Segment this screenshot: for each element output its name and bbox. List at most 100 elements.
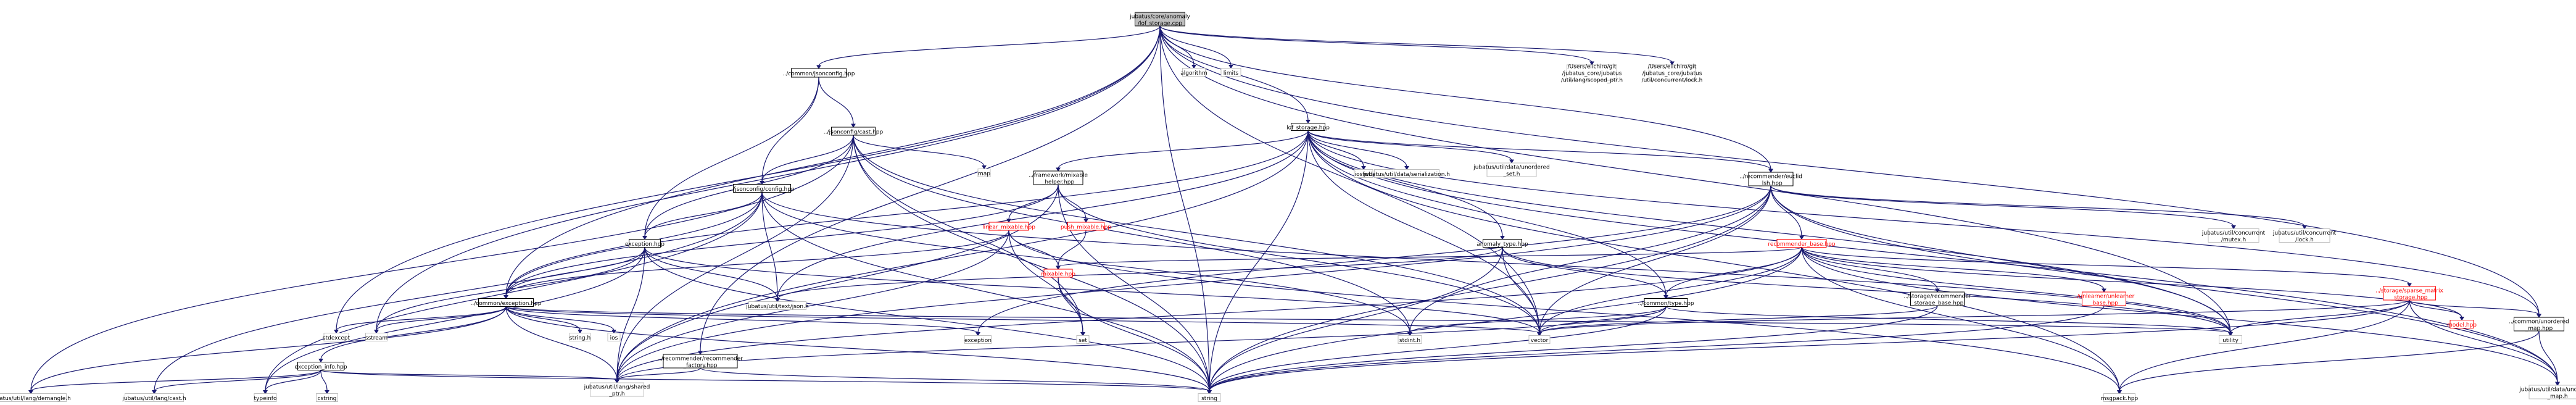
arrowhead-iosfwd bbox=[1361, 166, 1366, 170]
node-label: jubatus/util/concurrent bbox=[2272, 230, 2337, 236]
edge-root-to-vector bbox=[1159, 25, 1540, 333]
edge-common_exception-to-string bbox=[505, 306, 1210, 391]
node-common-unordered-map[interactable]: ../common/unordered_map.hpp bbox=[2509, 317, 2569, 332]
arrowhead-text_json bbox=[775, 298, 780, 303]
edge-linear_mixable-to-set bbox=[1008, 230, 1083, 333]
node-concurrent-lock: jubatus/util/concurrent/lock.h bbox=[2272, 228, 2337, 243]
node-root[interactable]: jubatus/core/anomaly/lof_storage.cpp bbox=[1129, 12, 1191, 27]
node-label: cstring bbox=[318, 396, 337, 402]
node-recommender-factory[interactable]: ../recommender/recommender_factory.hpp bbox=[658, 354, 743, 369]
node-box bbox=[1182, 68, 1206, 77]
edge-exception_info-to-cstring bbox=[320, 370, 328, 391]
edge-recommender_base-to-string bbox=[1209, 247, 1802, 391]
node-box bbox=[1033, 170, 1083, 185]
edge-anomaly_type-to-common_type bbox=[1502, 247, 1667, 296]
arrowhead-cstring bbox=[325, 390, 329, 395]
node-jsonconfig-config[interactable]: ../jsonconfig/config.hpp bbox=[729, 184, 795, 193]
node-box bbox=[964, 335, 992, 344]
edge-jsonconfig_config-to-typeinfo bbox=[265, 192, 763, 391]
node-utility: utility bbox=[2219, 335, 2242, 344]
edge-jsonconfig_config-to-utility bbox=[761, 192, 2231, 333]
node-label: algorithm bbox=[1180, 70, 1207, 77]
edge-common_exception-to-shared_ptr bbox=[505, 306, 618, 381]
arrowhead-unordered_set bbox=[1509, 159, 1514, 164]
node-jsonconfig-cast[interactable]: ../jsonconfig/cast.hpp bbox=[824, 127, 884, 136]
node-common-exception[interactable]: ../common/exception.hpp bbox=[471, 298, 542, 307]
edge-exception_info-to-lang_cast bbox=[154, 369, 321, 392]
node-mixable-helper[interactable]: ../framework/mixable_helper.hpp bbox=[1029, 170, 1088, 186]
node-lof-storage-hpp[interactable]: lof_storage.hpp bbox=[1286, 123, 1330, 132]
node-box bbox=[316, 393, 338, 402]
node-recommender-base[interactable]: recommender_base.hpp bbox=[1768, 239, 1836, 248]
arrowhead-concurrent_lock_abs bbox=[1670, 61, 1675, 65]
node-model-hpp[interactable]: model.hpp bbox=[2447, 320, 2477, 329]
edge-root-to-euclid_lsh bbox=[1159, 25, 1771, 170]
node-recommender-storage-base[interactable]: ../storage/recommender_storage_base.hpp bbox=[1903, 291, 1971, 307]
edge-recommender_base-to-unlearner_base bbox=[1801, 247, 2105, 290]
edge-euclid_lsh-to-exception bbox=[977, 185, 1771, 333]
node-label: sstream bbox=[365, 335, 387, 341]
edge-lof_storage_hpp-to-msgpack bbox=[1307, 130, 2120, 391]
arrowhead-concurrent_lock bbox=[2302, 225, 2307, 230]
node-linear-mixable[interactable]: linear_mixable.hpp bbox=[982, 222, 1035, 231]
node-label: ../common/jsonconfig.hpp bbox=[783, 71, 855, 77]
node-iosfwd: iosfwd bbox=[1354, 169, 1373, 178]
node-unordered-set: jubatus/util/data/unordered_set.h bbox=[1473, 162, 1550, 178]
node-label: ../storage/recommender bbox=[1903, 294, 1971, 300]
node-common-type[interactable]: ../common/type.hpp bbox=[1638, 298, 1694, 307]
node-jsonconfig-hpp[interactable]: ../common/jsonconfig.hpp bbox=[783, 68, 855, 78]
node-anomaly-type[interactable]: anomaly_type.hpp bbox=[1476, 239, 1528, 248]
node-box bbox=[1076, 335, 1090, 344]
edge-jsonconfig_cast-to-shared_ptr bbox=[616, 135, 854, 381]
edge-linear_mixable-to-shared_ptr bbox=[616, 230, 1009, 381]
edge-exception_hpp-to-sstream bbox=[376, 247, 645, 331]
node-label: ../recommender/euclid bbox=[1739, 174, 1802, 180]
node-label: /jubatus_core/jubatus bbox=[1642, 71, 1702, 77]
arrowhead-jsonconfig_hpp bbox=[816, 65, 821, 69]
node-label: jubatus/util/concurrent bbox=[2201, 230, 2266, 236]
node-box bbox=[791, 68, 847, 78]
node-label: push_mixable.hpp bbox=[1061, 225, 1111, 231]
edge-mixable_hpp-to-set bbox=[1058, 277, 1083, 333]
node-stdexcept: stdexcept bbox=[323, 333, 350, 341]
node-unlearner-base[interactable]: ../unlearner/unlearner_base.hpp bbox=[2074, 291, 2135, 307]
node-label: utility bbox=[2222, 338, 2238, 344]
node-exception-hpp[interactable]: exception.hpp bbox=[625, 239, 665, 248]
node-box bbox=[569, 333, 591, 341]
node-box bbox=[1483, 239, 1522, 248]
node-label: stdint.h bbox=[1399, 338, 1420, 344]
node-label: linear_mixable.hpp bbox=[982, 225, 1035, 231]
edge-sparse_matrix_storage-to-vector bbox=[1539, 299, 2410, 334]
node-mixable-hpp[interactable]: mixable.hpp bbox=[1041, 269, 1075, 278]
edge-jsonconfig_cast-to-stdint bbox=[853, 135, 1410, 333]
node-limits: limits bbox=[1220, 68, 1241, 77]
edge-sparse_matrix_storage-to-model_hpp bbox=[2409, 299, 2462, 318]
edge-anomaly_type-to-string bbox=[1209, 247, 1503, 391]
edge-euclid_lsh-to-string bbox=[1209, 185, 1771, 391]
node-label: lof_storage.hpp bbox=[1286, 125, 1330, 132]
node-box bbox=[1528, 335, 1551, 344]
edge-sparse_matrix_storage-to-common_unordered_map bbox=[2409, 299, 2540, 315]
node-box bbox=[1649, 64, 1696, 81]
node-data-unordered-map: jubatus/util/data/unordered_map.h bbox=[2519, 385, 2576, 400]
node-label: set bbox=[1079, 338, 1087, 344]
node-box bbox=[1067, 222, 1104, 231]
node-sparse-matrix-storage[interactable]: ../storage/sparse_matrix_storage.hpp bbox=[2375, 286, 2443, 301]
node-box bbox=[1043, 269, 1073, 278]
node-label: /lof_storage.cpp bbox=[1138, 21, 1182, 27]
node-box bbox=[323, 333, 349, 341]
node-label: recommender_base.hpp bbox=[1768, 241, 1835, 248]
edge-linear_mixable-to-msgpack bbox=[1008, 230, 2120, 391]
node-label: /jubatus_core/jubatus bbox=[1562, 71, 1622, 77]
node-exception-info[interactable]: exception_info.hpp bbox=[294, 362, 347, 371]
arrowhead-demangle bbox=[28, 390, 33, 395]
arrowhead-sparse_matrix_storage bbox=[2407, 283, 2412, 287]
edge-euclid_lsh-to-concurrent_lock bbox=[1770, 185, 2305, 227]
node-euclid-lsh[interactable]: ../recommender/euclid_lsh.hpp bbox=[1739, 172, 1802, 187]
node-label: typeinfo bbox=[254, 396, 277, 402]
node-label: jubatus/util/lang/cast.h bbox=[122, 396, 186, 402]
node-push-mixable[interactable]: push_mixable.hpp bbox=[1061, 222, 1111, 231]
node-label: msgpack.hpp bbox=[2101, 396, 2139, 402]
edge-euclid_lsh-to-recommender_base bbox=[1770, 185, 1802, 237]
edge-anomaly_type-to-utility bbox=[1502, 247, 2231, 333]
